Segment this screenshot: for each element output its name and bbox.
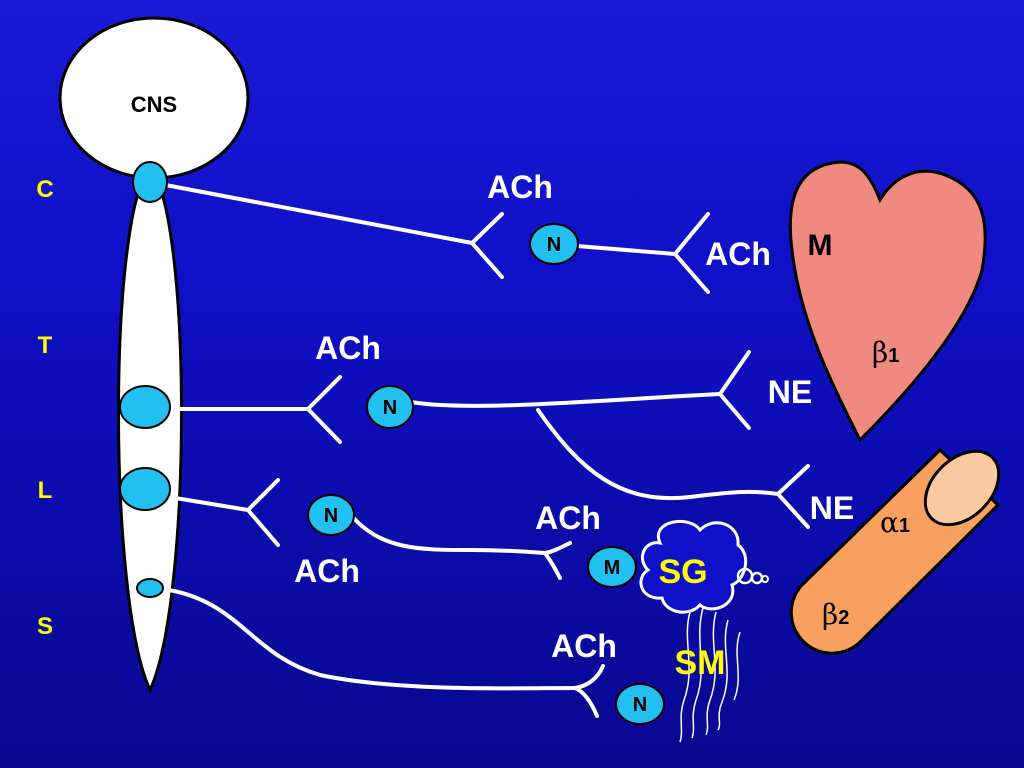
- ach-label-l-preganglionic: ACh: [294, 553, 360, 589]
- heart-receptor-beta1: β1: [872, 336, 899, 369]
- spinal-cord: [117, 165, 183, 694]
- smooth-muscle-fibers: [679, 607, 741, 743]
- ne-label-t-heart: NE: [768, 374, 812, 410]
- level-c: C: [36, 176, 53, 203]
- ne-label-t-vessel: NE: [810, 490, 854, 526]
- sweat-bubble-2: [750, 571, 764, 585]
- ach-label-c-postganglionic: ACh: [705, 236, 771, 272]
- level-s: S: [37, 613, 53, 640]
- ach-label-l-postganglionic: ACh: [535, 500, 601, 536]
- spinal-node-l: [119, 467, 171, 511]
- nerves: [153, 181, 810, 718]
- cns-label: CNS: [131, 92, 177, 117]
- ganglion-node-t-label: N: [383, 397, 397, 419]
- smooth-muscle-receptor-label: N: [633, 694, 647, 716]
- ganglion-node-l-label: N: [324, 505, 338, 527]
- vessel-receptor-beta2: β2: [822, 598, 849, 631]
- ganglion-node-c-label: N: [547, 234, 561, 256]
- ach-label-c-preganglionic: ACh: [487, 169, 553, 205]
- sweat-gland-receptor-node: [587, 546, 637, 588]
- blood-vessel: [789, 447, 1001, 655]
- ach-label-t-preganglionic: ACh: [315, 330, 381, 366]
- vessel-receptor-alpha1: α1: [880, 506, 910, 539]
- spinal-node-s: [136, 578, 164, 598]
- ach-label-s: ACh: [551, 628, 617, 664]
- heart-receptor-m: M: [808, 229, 833, 262]
- spinal-node-c: [132, 161, 168, 203]
- ganglion-node-l: [307, 494, 355, 536]
- heart: [788, 160, 987, 443]
- sweat-bubble-3: [761, 575, 769, 583]
- ganglion-node-c: [529, 223, 579, 265]
- level-l: L: [38, 477, 53, 504]
- spinal-node-t: [119, 385, 171, 429]
- smooth-muscle-receptor-node: [615, 683, 665, 725]
- sweat-gland-label: SG: [658, 553, 707, 591]
- ganglion-node-t: [366, 385, 414, 429]
- sweat-gland-receptor-label: M: [604, 557, 621, 579]
- sweat-gland: [639, 519, 748, 614]
- level-t: T: [38, 332, 53, 359]
- smooth-muscle-label: SM: [675, 644, 726, 682]
